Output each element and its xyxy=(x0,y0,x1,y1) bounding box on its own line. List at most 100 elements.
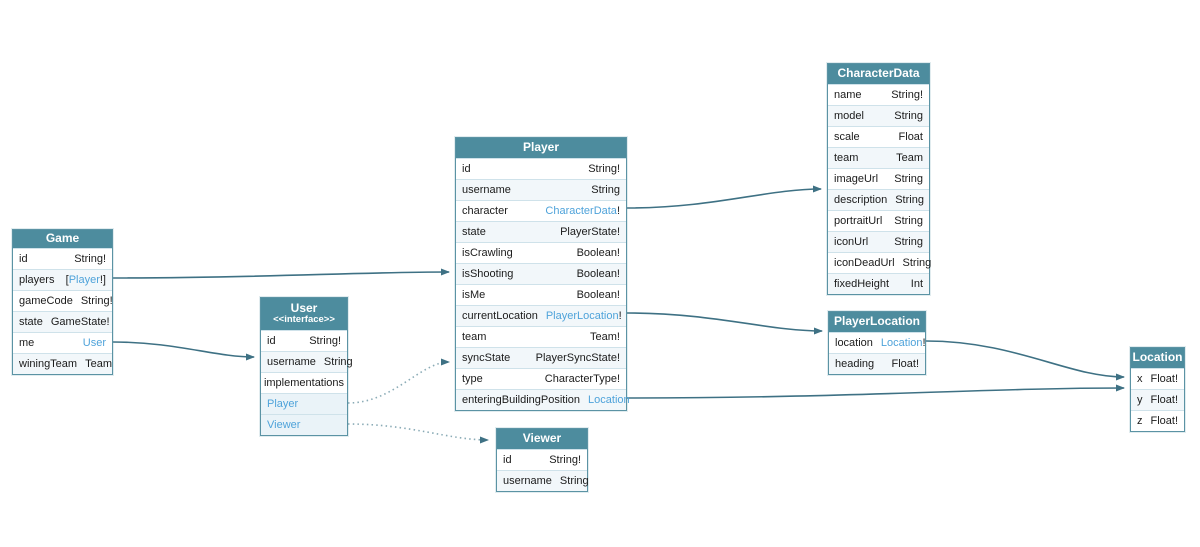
field-type: String xyxy=(894,110,923,122)
field-characterdata-description[interactable]: description String xyxy=(828,189,929,210)
field-player-id[interactable]: id String! xyxy=(456,158,626,179)
field-type: Team xyxy=(85,358,112,370)
field-name: players xyxy=(19,274,55,286)
field-name: state xyxy=(19,316,43,328)
field-type: String! xyxy=(891,89,923,101)
field-name: team xyxy=(834,152,859,164)
type-link-player[interactable]: Player xyxy=(68,274,100,286)
field-player-type[interactable]: type CharacterType! xyxy=(456,368,626,389)
type-text: Boolean! xyxy=(576,268,620,280)
field-type: String! xyxy=(549,454,581,466)
table-playerlocation-header[interactable]: PlayerLocation xyxy=(829,312,925,332)
field-type: String xyxy=(895,194,924,206)
table-game-header[interactable]: Game xyxy=(13,230,112,248)
type-text: Float! xyxy=(891,358,919,370)
table-characterdata-header[interactable]: CharacterData xyxy=(828,64,929,84)
type-text: PlayerSyncState! xyxy=(535,352,620,364)
table-title: Viewer xyxy=(522,431,562,446)
field-characterdata-fixedheight[interactable]: fixedHeight Int xyxy=(828,273,929,294)
type-link-user[interactable]: User xyxy=(82,337,106,349)
type-text: String! xyxy=(588,163,620,175)
field-name: type xyxy=(462,373,483,385)
type-link-characterdata[interactable]: CharacterData xyxy=(545,205,617,217)
field-characterdata-scale[interactable]: scale Float xyxy=(828,126,929,147)
type-text: Float xyxy=(898,131,923,143)
edge-playerlocation-location-to-location[interactable] xyxy=(925,340,1125,381)
field-player-syncstate[interactable]: syncState PlayerSyncState! xyxy=(456,347,626,368)
edge-user-implementation-viewer[interactable] xyxy=(347,423,489,444)
table-title: Game xyxy=(45,231,80,246)
field-type: Boolean! xyxy=(577,247,620,259)
field-name: id xyxy=(267,335,276,347)
edge-game-me-to-user[interactable] xyxy=(112,341,255,361)
field-type: Float! xyxy=(891,358,919,370)
field-type: String! xyxy=(588,163,620,175)
table-location-header[interactable]: Location xyxy=(1131,348,1184,368)
field-game-players[interactable]: players[Player!] xyxy=(13,269,112,290)
type-link-playerlocation[interactable]: PlayerLocation xyxy=(545,310,619,322)
edge-player-enteringbuildingposition-to-location[interactable] xyxy=(626,384,1125,399)
field-name: z xyxy=(1137,415,1143,427)
edge-player-character-to-characterdata[interactable] xyxy=(626,185,822,209)
table-player-header[interactable]: Player xyxy=(456,138,626,158)
implementation-link-label[interactable]: Viewer xyxy=(267,419,301,431)
field-type: CharacterType! xyxy=(545,373,620,385)
type-text: String xyxy=(323,356,353,368)
field-name: name xyxy=(834,89,862,101)
table-user-header[interactable]: User<<interface>> xyxy=(261,298,347,330)
field-name: y xyxy=(1137,394,1143,406)
type-text: String xyxy=(902,257,932,269)
field-characterdata-name[interactable]: name String! xyxy=(828,84,929,105)
field-name: description xyxy=(834,194,888,206)
field-name: character xyxy=(462,205,508,217)
implementation-link-player[interactable]: Player xyxy=(261,393,347,414)
edge-user-implementation-player[interactable] xyxy=(347,358,450,404)
field-name: fixedHeight xyxy=(834,278,890,290)
field-name: id xyxy=(462,163,471,175)
edge-game-players-to-player[interactable] xyxy=(112,268,450,279)
type-text: Float! xyxy=(1150,373,1179,385)
type-link-location[interactable]: Location xyxy=(588,394,630,406)
type-link-location[interactable]: Location xyxy=(880,337,923,349)
edge-player-currentlocation-to-playerlocation[interactable] xyxy=(626,312,823,335)
implementation-link-label[interactable]: Player xyxy=(267,398,299,410)
field-name: scale xyxy=(834,131,860,143)
implementation-link-viewer[interactable]: Viewer xyxy=(261,414,347,435)
table-viewer-header[interactable]: Viewer xyxy=(497,429,587,449)
field-name: syncState xyxy=(462,352,511,364)
field-type: Int xyxy=(911,278,923,290)
table-title: CharacterData xyxy=(837,66,920,81)
